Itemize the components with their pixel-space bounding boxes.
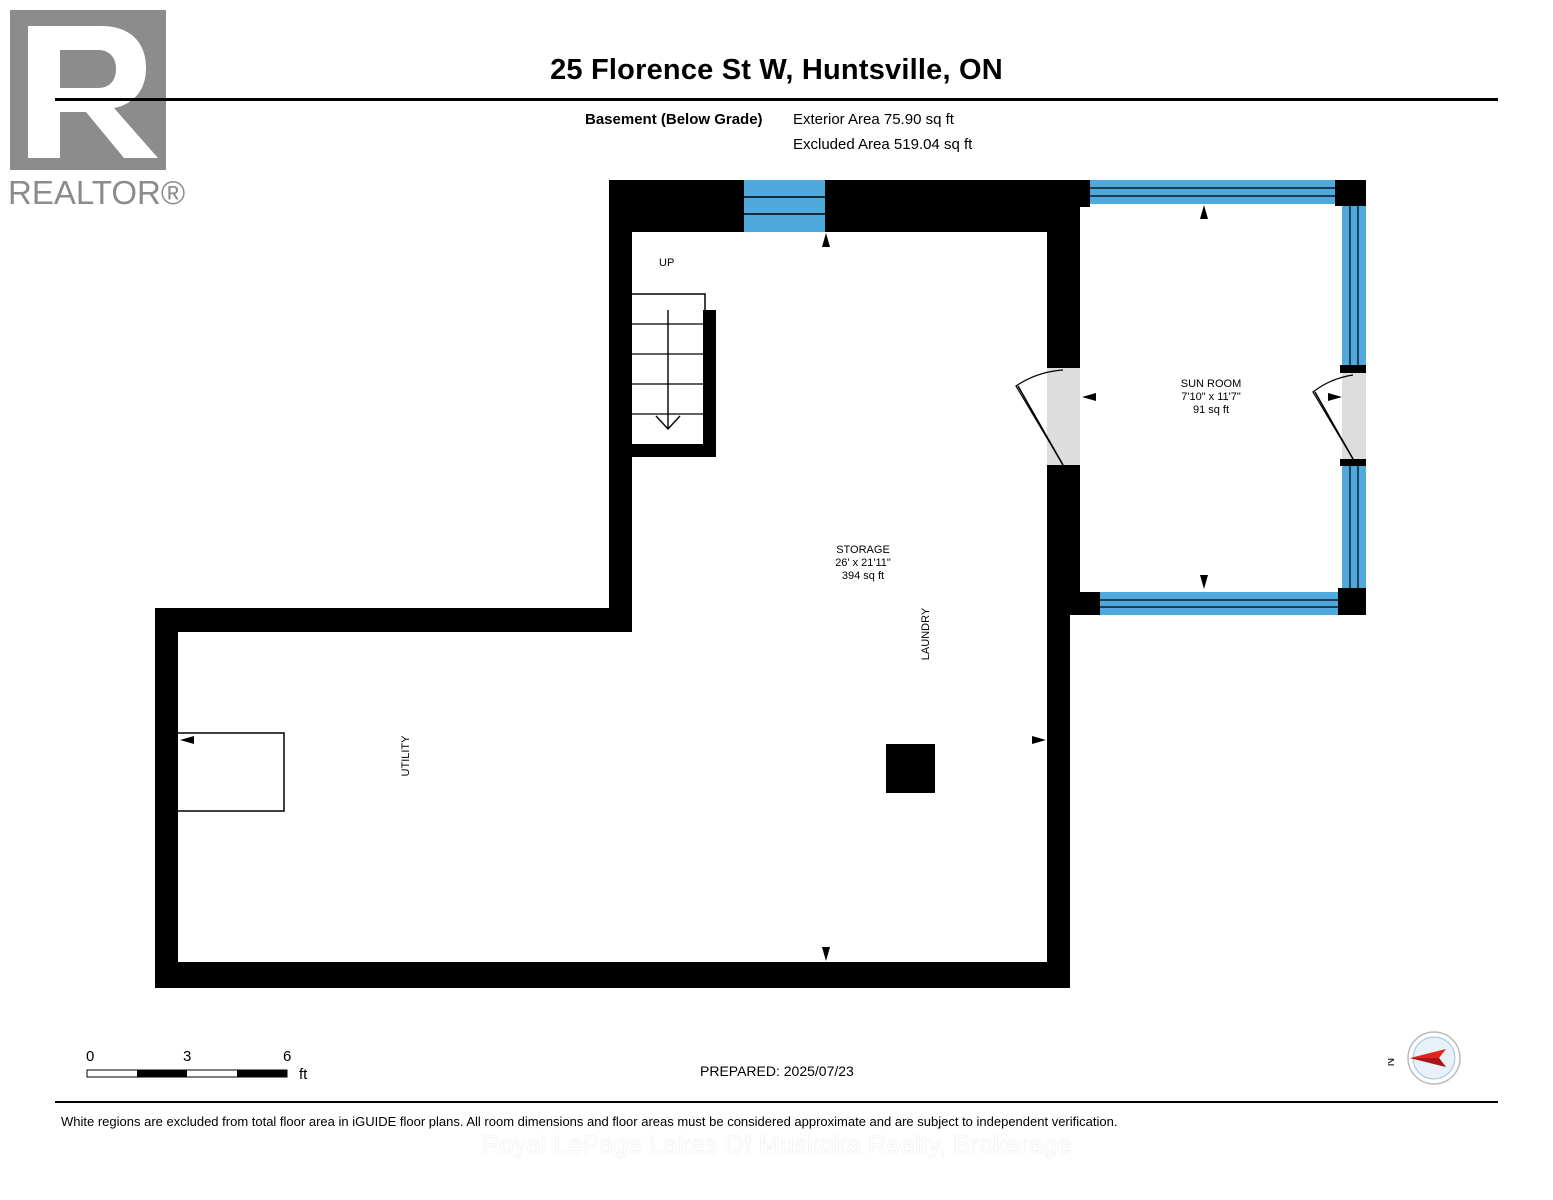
room-storage: STORAGE 26' x 21'11" 394 sq ft <box>793 544 933 583</box>
page-title: 25 Florence St W, Huntsville, ON <box>550 54 1003 86</box>
sunroom-door-jamb-bottom <box>1340 459 1366 466</box>
room-sun-room-dims: 7'10" x 11'7" <box>1181 391 1241 403</box>
header-divider <box>55 98 1498 101</box>
scale-tick-0: 0 <box>86 1048 95 1065</box>
sunroom-door-jamb-top <box>1340 365 1366 373</box>
exterior-wall <box>155 180 1090 988</box>
disclaimer-text: White regions are excluded from total fl… <box>61 1114 1118 1129</box>
floor-plan: LAUNDRY UTILITY <box>155 180 1366 988</box>
utility-fixture <box>178 732 285 812</box>
scale-bar-graphic <box>86 1069 288 1078</box>
realtor-logo: REALTOR® <box>6 8 186 223</box>
window-sunroom-top <box>1090 180 1335 204</box>
window-top-storage <box>744 180 825 232</box>
north-compass-icon: N <box>1383 1028 1468 1088</box>
marker-arrow <box>822 233 830 247</box>
room-label-laundry: LAUNDRY <box>920 607 932 660</box>
scale-tick-3: 3 <box>183 1048 192 1065</box>
room-storage-area: 394 sq ft <box>841 570 885 582</box>
scale-unit: ft <box>299 1066 308 1083</box>
window-sunroom-bottom <box>1100 592 1338 615</box>
stairs-up-label: UP <box>659 257 675 269</box>
marker-arrow <box>822 947 830 961</box>
floor-name: Basement (Below Grade) <box>585 111 763 128</box>
brokerage-watermark: Royal LePage Lakes Of Muskoka Realty, Br… <box>481 1131 1072 1159</box>
staircase <box>632 293 716 457</box>
scale-bar: 0 3 6 ft <box>86 1046 316 1086</box>
exterior-area: Exterior Area 75.90 sq ft <box>793 111 954 128</box>
sunroom-divider-wall-top <box>1047 180 1080 368</box>
marker-arrow <box>1328 393 1342 401</box>
marker-arrow <box>1200 575 1208 589</box>
footer-divider <box>55 1101 1498 1103</box>
compass-north-label: N <box>1388 1058 1397 1067</box>
marker-arrow <box>1032 736 1046 744</box>
sunroom-wall-corner-bl <box>1070 592 1100 615</box>
window-sunroom-right-upper <box>1342 206 1366 365</box>
marker-arrow <box>1200 205 1208 219</box>
scale-tick-6: 6 <box>283 1048 292 1065</box>
room-storage-dims: 26' x 21'11" <box>835 557 891 569</box>
room-sun-room-name: SUN ROOM <box>1180 378 1242 390</box>
sunroom-divider-wall-bottom <box>1047 465 1080 615</box>
realtor-r-logo-icon: REALTOR® <box>8 10 185 211</box>
marker-arrow <box>180 736 194 744</box>
window-sunroom-right-lower <box>1342 466 1366 588</box>
realtor-logo-text: REALTOR® <box>8 174 185 211</box>
sunroom-wall-corner-br <box>1338 588 1366 615</box>
prepared-date: PREPARED: 2025/07/23 <box>700 1063 854 1079</box>
room-sun-room: SUN ROOM 7'10" x 11'7" 91 sq ft <box>1141 378 1281 417</box>
room-sun-room-area: 91 sq ft <box>1192 404 1230 416</box>
excluded-area: Excluded Area 519.04 sq ft <box>793 136 973 153</box>
door-sunroom-exterior <box>1312 373 1366 460</box>
sunroom-wall-corner-tr <box>1335 180 1366 206</box>
door-storage-sunroom <box>1015 368 1080 466</box>
room-storage-name: STORAGE <box>836 544 890 556</box>
support-column <box>886 744 935 793</box>
room-label-utility: UTILITY <box>400 735 412 777</box>
marker-arrow <box>1082 393 1096 401</box>
